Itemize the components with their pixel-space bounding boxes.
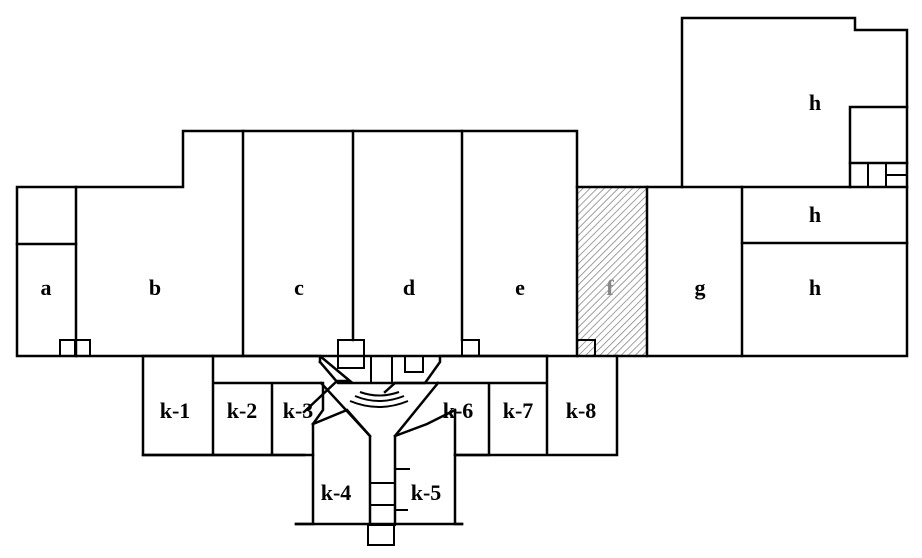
closet-box-upper <box>885 162 908 176</box>
closet-top-right <box>848 105 909 189</box>
label-room-k2: k-2 <box>227 398 258 423</box>
fixture-e <box>461 339 480 357</box>
entrance-box-lower <box>367 524 395 546</box>
lobby-inner-top <box>318 354 549 385</box>
label-room-h-top: h <box>809 90 821 115</box>
closet-box-lower <box>885 174 908 188</box>
label-room-d: d <box>403 275 415 300</box>
label-room-k8: k-8 <box>566 398 597 423</box>
room-f-highlight <box>577 187 647 356</box>
label-room-h-mid: h <box>809 202 821 227</box>
label-room-c: c <box>294 275 304 300</box>
k-wing-outline <box>141 354 619 457</box>
label-room-b: b <box>149 275 161 300</box>
lobby-counter-2 <box>349 400 409 408</box>
label-room-k3: k-3 <box>283 398 314 423</box>
k4-room <box>294 408 372 526</box>
k5-room <box>393 408 464 526</box>
label-room-k4: k-4 <box>321 480 352 505</box>
label-room-h-low: h <box>809 275 821 300</box>
entrance-box-mid <box>369 504 396 526</box>
label-room-e: e <box>515 275 525 300</box>
label-room-f: f <box>606 275 614 300</box>
entrance-box-upper <box>369 482 396 506</box>
lobby-counter-1 <box>354 395 405 402</box>
label-room-a: a <box>41 275 52 300</box>
label-room-k5: k-5 <box>411 480 442 505</box>
lobby-box-right <box>404 355 424 373</box>
label-room-k6: k-6 <box>443 398 474 423</box>
label-room-g: g <box>695 275 706 300</box>
lobby-box-left <box>337 339 365 369</box>
lobby-counter-3 <box>359 391 400 397</box>
label-room-k1: k-1 <box>160 398 191 423</box>
fixture-f <box>576 339 596 357</box>
label-room-k7: k-7 <box>503 398 534 423</box>
main-wing-outline <box>15 16 909 358</box>
